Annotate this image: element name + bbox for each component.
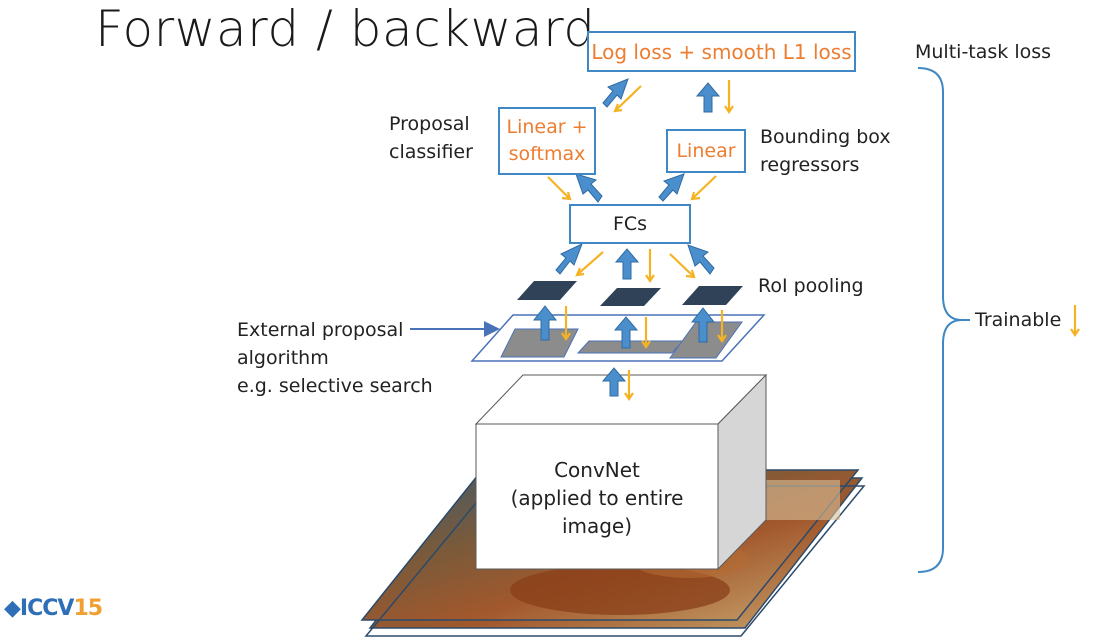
external-proposal-line3: e.g. selective search	[237, 375, 433, 397]
roi-pooling-label: RoI pooling	[758, 275, 864, 297]
softmax-text-line2: softmax	[508, 143, 586, 165]
softmax-box: Linear + softmax	[498, 107, 596, 175]
logo-number: 15	[73, 596, 103, 621]
convnet-block	[474, 373, 768, 571]
forward-arrows	[532, 78, 721, 397]
external-proposal-line2: algorithm	[237, 347, 329, 369]
trainable-brace	[917, 67, 963, 573]
convnet-label: ConvNet (applied to entire image)	[476, 456, 718, 540]
loss-box: Log loss + smooth L1 loss	[587, 31, 856, 72]
slide-title: Forward / backward	[95, 0, 596, 58]
roi-features	[517, 281, 743, 306]
bbox-regressors-line2: regressors	[760, 154, 860, 176]
proposal-classifier-label: Proposal classifier	[389, 110, 473, 166]
trainable-label: Trainable	[975, 309, 1062, 331]
logo-mark-icon: ◆	[4, 596, 21, 621]
convnet-text-line1: ConvNet	[554, 458, 640, 482]
convnet-text-line3: image)	[561, 514, 633, 538]
fcs-box: FCs	[569, 204, 691, 244]
bbox-regressors-label: Bounding box regressors	[760, 123, 891, 179]
linear-box: Linear	[666, 129, 746, 173]
convnet-text-line2: (applied to entire	[510, 486, 684, 510]
linear-text: Linear	[676, 140, 736, 162]
proposal-classifier-line1: Proposal	[389, 113, 470, 135]
multi-task-loss-label: Multi-task loss	[915, 41, 1052, 63]
iccv-logo: ◆ICCV15	[4, 596, 103, 621]
external-proposal-line1: External proposal	[237, 319, 404, 341]
bbox-regressors-line1: Bounding box	[760, 126, 891, 148]
proposal-classifier-line2: classifier	[389, 141, 473, 163]
loss-text: Log loss + smooth L1 loss	[591, 39, 852, 64]
fcs-text: FCs	[612, 213, 648, 235]
backward-arrows	[547, 80, 1080, 401]
logo-text: ICCV	[19, 596, 75, 621]
softmax-text-line1: Linear +	[506, 116, 588, 138]
external-proposal-label: External proposal algorithm e.g. selecti…	[237, 316, 433, 400]
